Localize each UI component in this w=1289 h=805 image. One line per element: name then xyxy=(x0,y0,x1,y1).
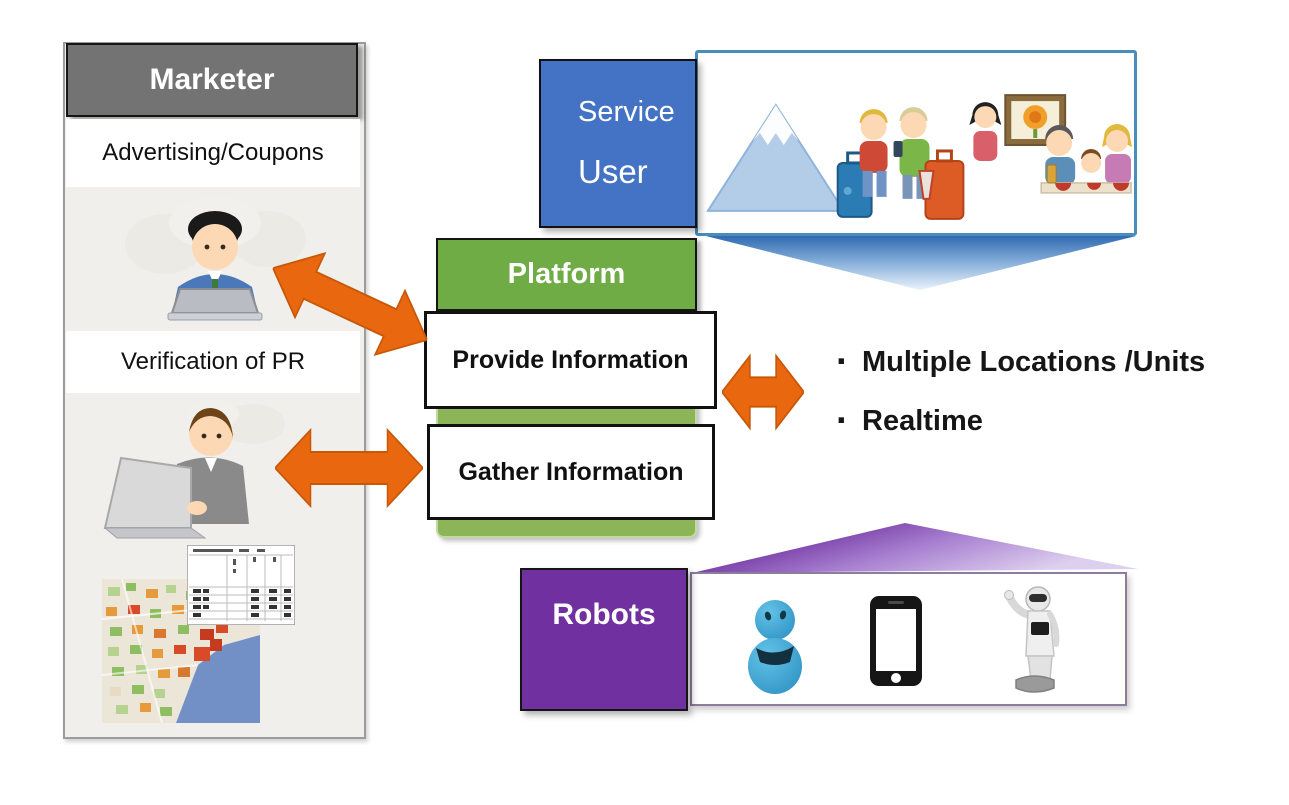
feature-label: Realtime xyxy=(862,405,983,437)
analyst-at-laptop-illustration xyxy=(103,400,285,539)
double-arrow-platform-features-icon xyxy=(722,353,804,431)
verification-pr-label: Verification of PR xyxy=(66,331,360,393)
platform-title: Platform xyxy=(507,258,626,290)
tourists-and-family-scene-illustration xyxy=(706,94,1133,220)
gather-information-box: Gather Information xyxy=(427,424,715,520)
feature-label: Multiple Locations /Units xyxy=(862,346,1206,378)
marketer-panel: Marketer Advertising/Coupons Verificatio… xyxy=(63,42,366,739)
feature-item-realtime: · Realtime xyxy=(836,400,1266,442)
double-arrow-marketer-provide-icon xyxy=(271,251,429,357)
hair xyxy=(189,408,233,438)
platform-header: Platform xyxy=(436,238,697,311)
smartphone-icon xyxy=(870,596,922,686)
bullet-dot: · xyxy=(836,400,849,442)
marketer-header: Marketer xyxy=(66,43,358,117)
robots-panel xyxy=(690,572,1127,706)
advertising-coupons-label: Advertising/Coupons xyxy=(66,119,360,187)
double-arrow-marketer-gather-icon xyxy=(275,427,423,509)
service-user-box: Service User xyxy=(539,59,697,228)
robots-title: Robots xyxy=(552,598,656,631)
marketer-at-laptop-illustration xyxy=(125,197,306,321)
bullet-dot: · xyxy=(836,341,849,383)
feature-bullet-list: · Multiple Locations /Units · Realtime xyxy=(836,341,1266,459)
feature-item-multiple-locations: · Multiple Locations /Units xyxy=(836,341,1266,383)
robots-box: Robots xyxy=(520,568,688,711)
data-table-illustration xyxy=(187,545,295,625)
service-user-line1: Service xyxy=(578,96,675,128)
heatmap-map-illustration xyxy=(102,579,260,723)
banner-fold-triangle-icon xyxy=(698,234,1136,290)
family-dining-icon xyxy=(1040,124,1133,194)
robots-roof-triangle-icon xyxy=(692,523,1138,573)
humanoid-robot-icon xyxy=(1004,586,1060,693)
mount-fuji-icon xyxy=(706,103,846,212)
provide-information-box: Provide Information xyxy=(424,311,717,409)
marketer-title: Marketer xyxy=(149,63,275,96)
tourists-icon xyxy=(836,107,965,220)
service-user-banner xyxy=(695,50,1137,236)
service-user-line2: User xyxy=(578,153,648,190)
tabletop-robot-icon xyxy=(748,600,802,694)
